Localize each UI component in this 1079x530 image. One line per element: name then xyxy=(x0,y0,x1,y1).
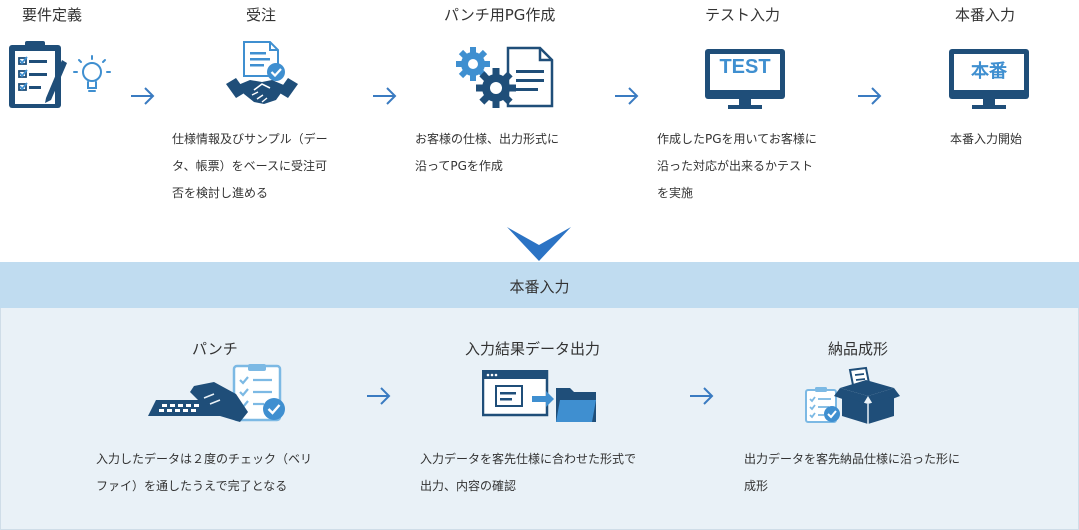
substep-desc-output: 入力データを客先仕様に合わせた形式で 出力、内容の確認 xyxy=(420,452,637,493)
keyboard-checklist-icon xyxy=(148,364,285,422)
arrow-right-icon xyxy=(858,87,882,105)
arrow-right-icon xyxy=(690,387,714,405)
production-monitor-icon xyxy=(949,49,1029,109)
step-title-order: 受注 xyxy=(246,6,277,24)
box-delivery-icon xyxy=(805,366,900,424)
production-screen-label: 本番 xyxy=(971,61,1007,82)
step-desc-production-input: 本番入力開始 xyxy=(950,132,1023,146)
substep-desc-delivery: 出力データを客先納品仕様に沿った形に 成形 xyxy=(744,452,961,493)
test-screen-label: TEST xyxy=(719,56,771,78)
arrow-right-icon xyxy=(131,87,155,105)
substep-title-punch: パンチ xyxy=(192,340,238,358)
production-input-band xyxy=(0,262,1079,308)
gears-document-icon xyxy=(456,46,554,108)
arrow-right-icon xyxy=(373,87,397,105)
step-title-test-input: テスト入力 xyxy=(705,6,781,24)
handshake-icon xyxy=(226,41,298,104)
step-title-requirements: 要件定義 xyxy=(22,6,83,24)
band-title: 本番入力 xyxy=(509,278,570,296)
step-title-production-input: 本番入力 xyxy=(955,6,1016,24)
step-desc-pg-creation: お客様の仕様、出力形式に 沿ってPGを作成 xyxy=(415,132,560,173)
window-folder-icon xyxy=(482,370,596,422)
substep-desc-punch: 入力したデータは２度のチェック（ベリ ファイ）を通したうえで完了となる xyxy=(96,452,313,493)
step-desc-test-input: 作成したPGを用いてお客様に 沿った対応が出来るかテスト を実施 xyxy=(657,132,817,200)
arrow-right-icon xyxy=(367,387,391,405)
step-title-pg-creation: パンチ用PG作成 xyxy=(444,6,556,24)
substep-title-output: 入力結果データ出力 xyxy=(465,340,601,358)
chevron-down-icon xyxy=(507,227,571,261)
production-input-panel xyxy=(0,308,1079,530)
requirements-icon xyxy=(9,41,111,108)
substep-title-delivery: 納品成形 xyxy=(828,340,889,358)
step-desc-order: 仕様情報及びサンプル（デー タ、帳票）をベースに受注可 否を検討し進める xyxy=(172,132,328,200)
arrow-right-icon xyxy=(615,87,639,105)
test-monitor-icon xyxy=(705,49,785,109)
